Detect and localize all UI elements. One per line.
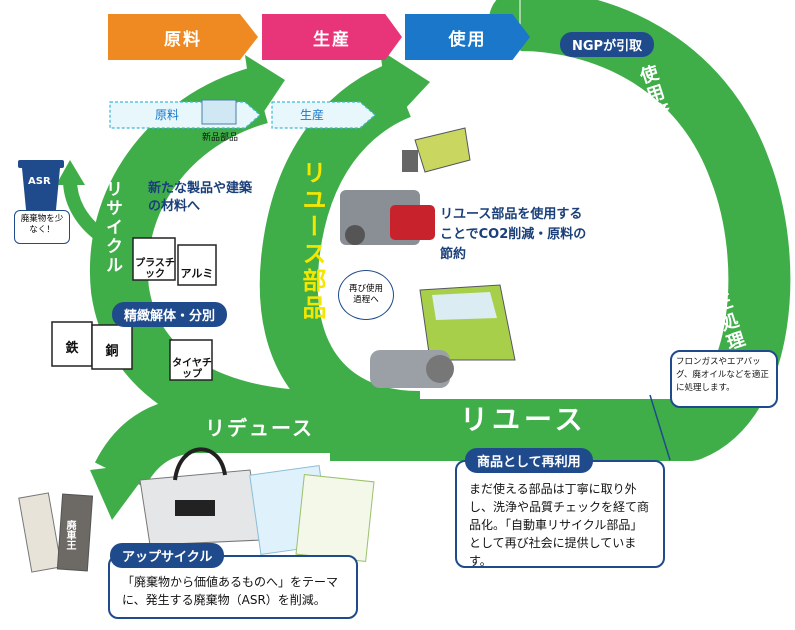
- reuse-arrowhead: [380, 50, 430, 125]
- mirror-illustration: [402, 127, 471, 173]
- asr-note: 廃棄物を少なく！: [14, 210, 70, 244]
- stage-use-label: 使用: [448, 29, 487, 50]
- asr-bin-body: [22, 168, 60, 220]
- door-illustration: [419, 284, 516, 361]
- bins-illustration: [51, 237, 217, 381]
- asr-arrowhead: [56, 160, 85, 185]
- upcycle-callout: 「廃棄物から価値あるものへ」をテーマに、発生する廃棄物（ASR）を削減。: [108, 555, 358, 619]
- commercial-body: まだ使える部品は丁寧に取り外し、洗浄や品質チェックを経て商品化。「自動車リサイク…: [469, 482, 650, 568]
- bin-iron-label: 鉄: [65, 341, 79, 356]
- bin-tire-chip-label: タイヤチップ: [172, 358, 212, 380]
- recycle-title: リサイクル: [102, 180, 122, 275]
- stage-use: 使用: [405, 14, 530, 60]
- reuse-parts-title: リユース部品: [298, 160, 326, 322]
- stage-production: 生産: [262, 14, 402, 60]
- reduce-title: リデュース: [205, 416, 314, 440]
- right-loop-divider: [649, 394, 671, 461]
- upcycle-body: 「廃棄物から価値あるものへ」をテーマに、発生する廃棄物（ASR）を削減。: [122, 575, 339, 607]
- reduce-band: [94, 397, 340, 489]
- upcycle-product-label: 廃車王: [64, 520, 75, 550]
- recycle-headline: 新たな製品や建築の材料へ: [148, 181, 253, 214]
- bag-illustration: [139, 447, 263, 546]
- asr-bin-lid: [18, 160, 64, 168]
- recycle-process-pill: 精緻解体・分別: [112, 302, 228, 327]
- sub-arrow-production-label: 生産: [300, 108, 325, 122]
- stage-materials: 原料: [108, 14, 258, 60]
- bin-copper-label: 銅: [105, 344, 119, 359]
- sub-arrow-materials-label: 原料: [155, 108, 180, 122]
- reuse-bubble: 再び使用過程へ: [338, 270, 394, 320]
- stage-materials-label: 原料: [164, 29, 202, 50]
- commercial-callout: まだ使える部品は丁寧に取り外し、洗浄や品質チェックを経て商品化。「自動車リサイク…: [455, 460, 665, 568]
- upcycle-pill: アップサイクル: [110, 543, 225, 568]
- new-parts-label: 新品部品: [202, 133, 239, 143]
- recycle-arrowhead: [245, 55, 285, 125]
- asr-arrow: [63, 179, 105, 241]
- reuse-title: リユース: [460, 403, 587, 436]
- reduce-arrowhead: [90, 462, 155, 520]
- brochure-illustration: [249, 464, 375, 562]
- new-parts-illustration: [201, 99, 237, 125]
- tag-illustration: [18, 492, 94, 573]
- transmission-illustration: [370, 350, 454, 388]
- sub-arrow-production: [271, 101, 376, 129]
- ngp-collect-pill: NGPが引取: [560, 32, 655, 57]
- reuse-parts-headline: リユース部品を使用することでCO2削減・原料の節約: [440, 207, 587, 262]
- commercial-pill: 商品として再利用: [465, 448, 593, 473]
- bin-plastic-label: プラスチック: [135, 258, 175, 280]
- bin-aluminum-label: アルミ: [180, 267, 214, 280]
- stage-production-label: 生産: [313, 29, 351, 50]
- asr-bin-label: ASR: [28, 176, 51, 187]
- right-arc-note: フロンガスやエアバッグ、廃オイルなどを適正に処理します。: [670, 350, 778, 408]
- sub-arrow-materials: [109, 101, 261, 129]
- engine-illustration: [340, 190, 435, 245]
